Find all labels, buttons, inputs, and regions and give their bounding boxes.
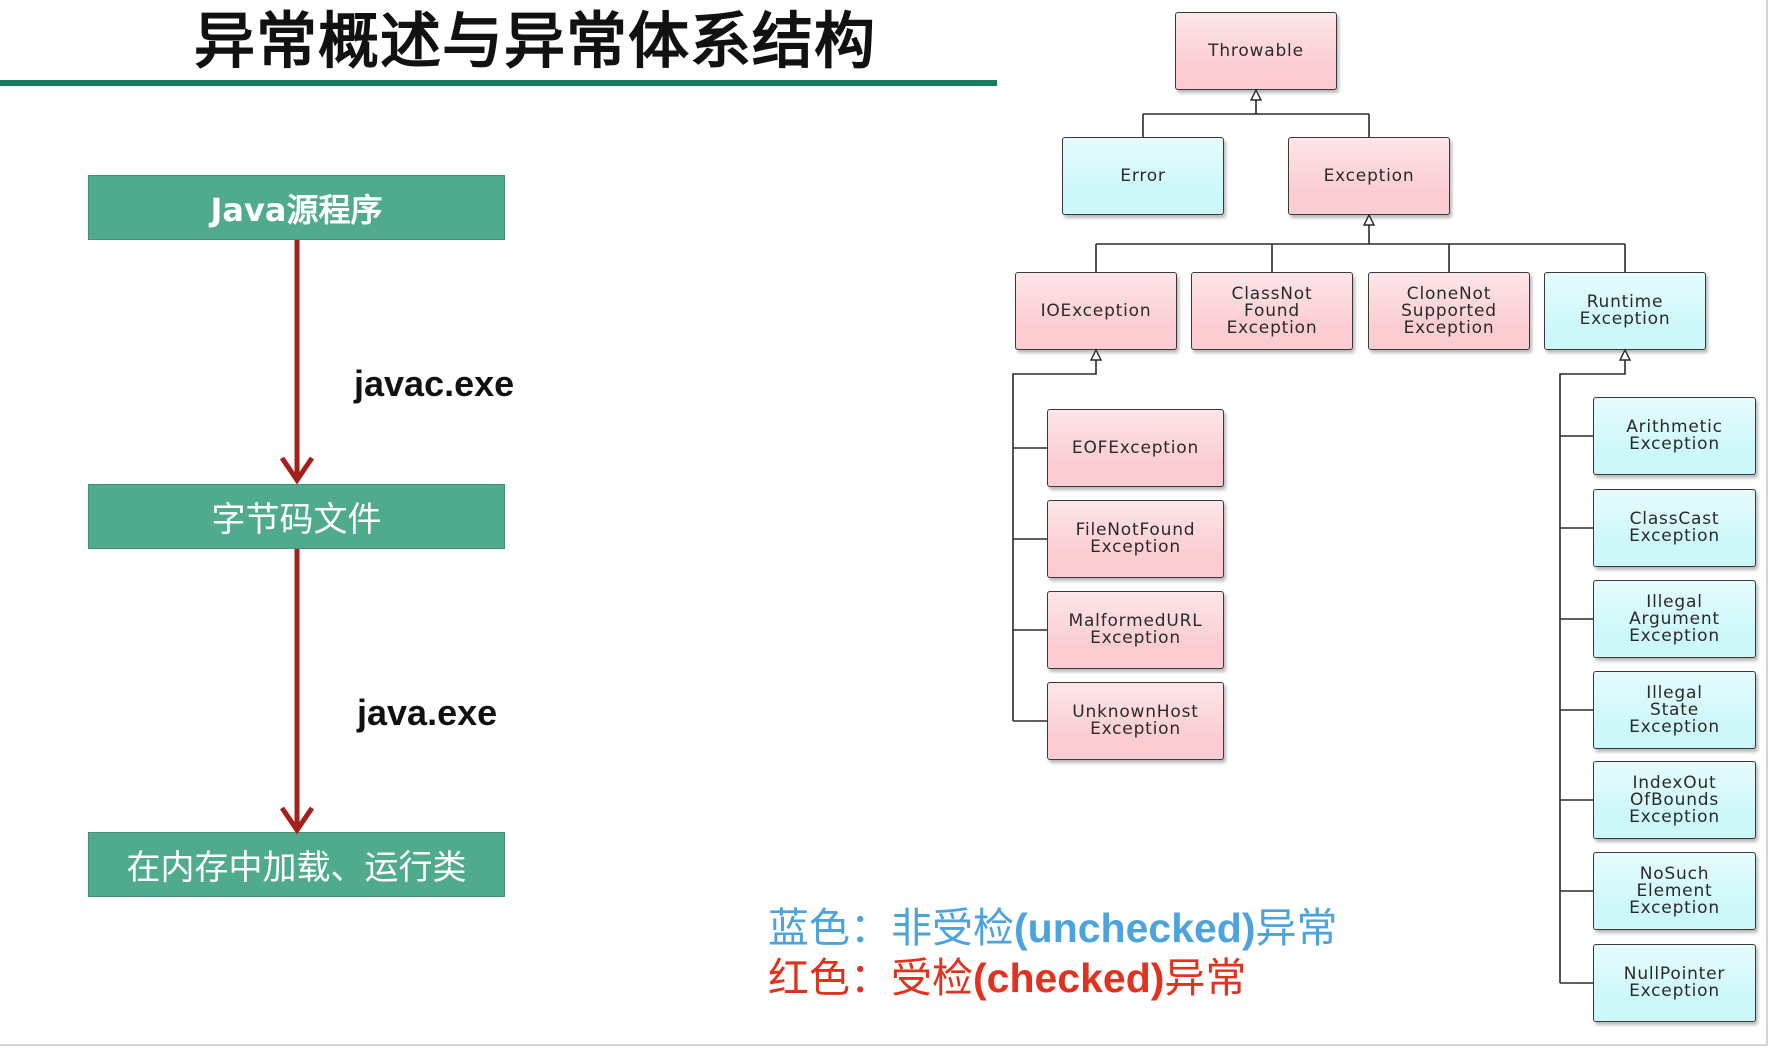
class-node-label: NoSuch (1639, 863, 1710, 884)
class-node-label: Throwable (1208, 40, 1304, 61)
class-node-filenotfoundexception: FileNotFound Exception (1047, 500, 1224, 578)
class-node-exception: Exception (1288, 137, 1450, 215)
class-node-label: ClassCast (1629, 509, 1720, 529)
class-node-nosuchelementexception: NoSuch Element Exception (1593, 852, 1756, 930)
class-node-error: Error (1062, 137, 1224, 215)
class-node-label: IndexOut (1632, 772, 1717, 793)
slide-border-right (1766, 0, 1768, 1046)
class-node-malformedurlexception: MalformedURL Exception (1047, 591, 1224, 669)
class-node-label: Exception (1090, 719, 1181, 739)
legend-unchecked-term: (unchecked) (1014, 905, 1256, 951)
class-node-label: Supported (1401, 300, 1497, 321)
class-node-classnotfoundexception: ClassNot Found Exception (1191, 272, 1353, 350)
class-node-label: Found (1244, 300, 1300, 321)
slide-title: 异常概述与异常体系结构 (194, 6, 877, 77)
class-node-label: ClassNot (1231, 283, 1313, 304)
class-node-label: UnknownHost (1072, 702, 1199, 722)
legend-unchecked-suffix: 异常 (1255, 904, 1338, 952)
class-node-label: Argument (1629, 608, 1720, 629)
class-node-label: Exception (1579, 309, 1671, 329)
class-node-label: Element (1636, 880, 1713, 901)
flow-step-source: Java源程序 (88, 175, 505, 240)
class-node-unknownhostexception: UnknownHost Exception (1047, 682, 1224, 760)
legend-checked-prefix: 红色：受检 (768, 954, 973, 1002)
flow-arrow-compile (279, 240, 315, 485)
connector-throwable-children (1142, 88, 1370, 137)
class-node-eofexception: EOFException (1047, 409, 1224, 487)
legend-checked-term: (checked) (973, 955, 1165, 1001)
class-node-nullpointerexception: NullPointer Exception (1593, 944, 1756, 1022)
flow-arrow-run (279, 549, 315, 835)
legend-checked: 红色：受检(checked)异常 (768, 954, 1246, 1002)
class-node-label: NullPointer (1623, 964, 1726, 984)
flow-step-load-run: 在内存中加载、运行类 (88, 832, 505, 897)
class-node-throwable: Throwable (1175, 12, 1337, 90)
title-underline (0, 80, 997, 86)
class-node-label: Exception (1629, 625, 1720, 646)
legend-unchecked-prefix: 蓝色：非受检 (768, 904, 1014, 952)
class-node-classcastexception: ClassCast Exception (1593, 489, 1756, 567)
class-node-label: Exception (1629, 897, 1720, 918)
class-node-label: Illegal (1646, 682, 1703, 703)
class-node-label: CloneNot (1406, 283, 1492, 304)
class-node-label: Exception (1629, 981, 1720, 1001)
class-node-label: EOFException (1071, 437, 1200, 458)
class-node-label: Arithmetic (1626, 417, 1723, 437)
class-node-label: OfBounds (1629, 789, 1720, 810)
flow-step-label: 在内存中加载、运行类 (126, 848, 467, 888)
class-node-label: Exception (1629, 806, 1720, 827)
class-node-label: MalformedURL (1068, 611, 1203, 631)
slide-border-bottom (0, 1044, 1768, 1046)
legend-unchecked: 蓝色：非受检(unchecked)异常 (768, 904, 1338, 952)
flow-step-label: Java源程序 (210, 190, 383, 229)
flow-arrow-label-javac: javac.exe (354, 363, 515, 404)
class-node-label: Exception (1629, 526, 1720, 546)
class-node-label: Exception (1090, 537, 1181, 557)
class-node-arithmeticexception: Arithmetic Exception (1593, 397, 1756, 475)
class-node-indexoutofboundsexception: IndexOut OfBounds Exception (1593, 761, 1756, 839)
flow-arrow-label-java: java.exe (357, 692, 498, 733)
flow-step-bytecode: 字节码文件 (88, 484, 505, 549)
class-node-label: Illegal (1646, 591, 1703, 612)
connector-exception-children (1095, 213, 1626, 272)
class-node-label: IOException (1040, 300, 1152, 321)
class-node-illegalargumentexception: Illegal Argument Exception (1593, 580, 1756, 658)
class-node-label: Exception (1226, 317, 1318, 338)
class-node-label: State (1650, 699, 1699, 720)
class-node-label: Error (1120, 165, 1166, 186)
class-node-label: Exception (1629, 716, 1720, 737)
legend-checked-suffix: 异常 (1164, 954, 1247, 1002)
class-node-runtimeexception: Runtime Exception (1544, 272, 1706, 350)
class-node-label: Exception (1090, 628, 1181, 648)
class-node-label: Runtime (1586, 292, 1664, 312)
class-node-label: Exception (1323, 165, 1415, 186)
class-node-ioexception: IOException (1015, 272, 1177, 350)
class-node-label: FileNotFound (1075, 520, 1196, 540)
flow-step-label: 字节码文件 (211, 500, 382, 540)
class-node-illegalstateexception: Illegal State Exception (1593, 671, 1756, 749)
class-node-label: Exception (1403, 317, 1495, 338)
class-node-clonenotsupportedexception: CloneNot Supported Exception (1368, 272, 1530, 350)
class-node-label: Exception (1629, 434, 1720, 454)
